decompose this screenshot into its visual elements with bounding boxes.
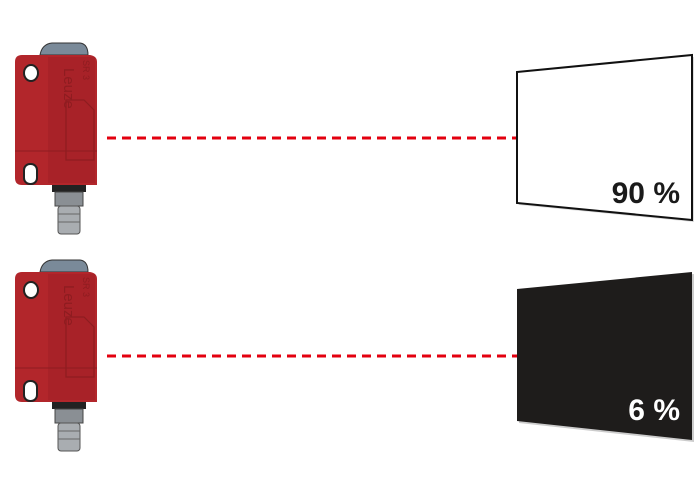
sensor-bottom: Leuze SR 3	[15, 259, 97, 452]
reflectance-label-white: 90 %	[612, 177, 680, 210]
brand-logo: Leuze	[60, 68, 77, 109]
target-white: 90 %	[516, 53, 694, 222]
brand-logo: Leuze	[60, 285, 77, 326]
model-marking: SR 3	[81, 277, 91, 297]
model-marking: SR 3	[81, 60, 91, 80]
target-black: 6 %	[517, 272, 694, 442]
reflectance-label-black: 6 %	[628, 394, 680, 427]
sensor-top: Leuze SR 3	[15, 42, 97, 235]
